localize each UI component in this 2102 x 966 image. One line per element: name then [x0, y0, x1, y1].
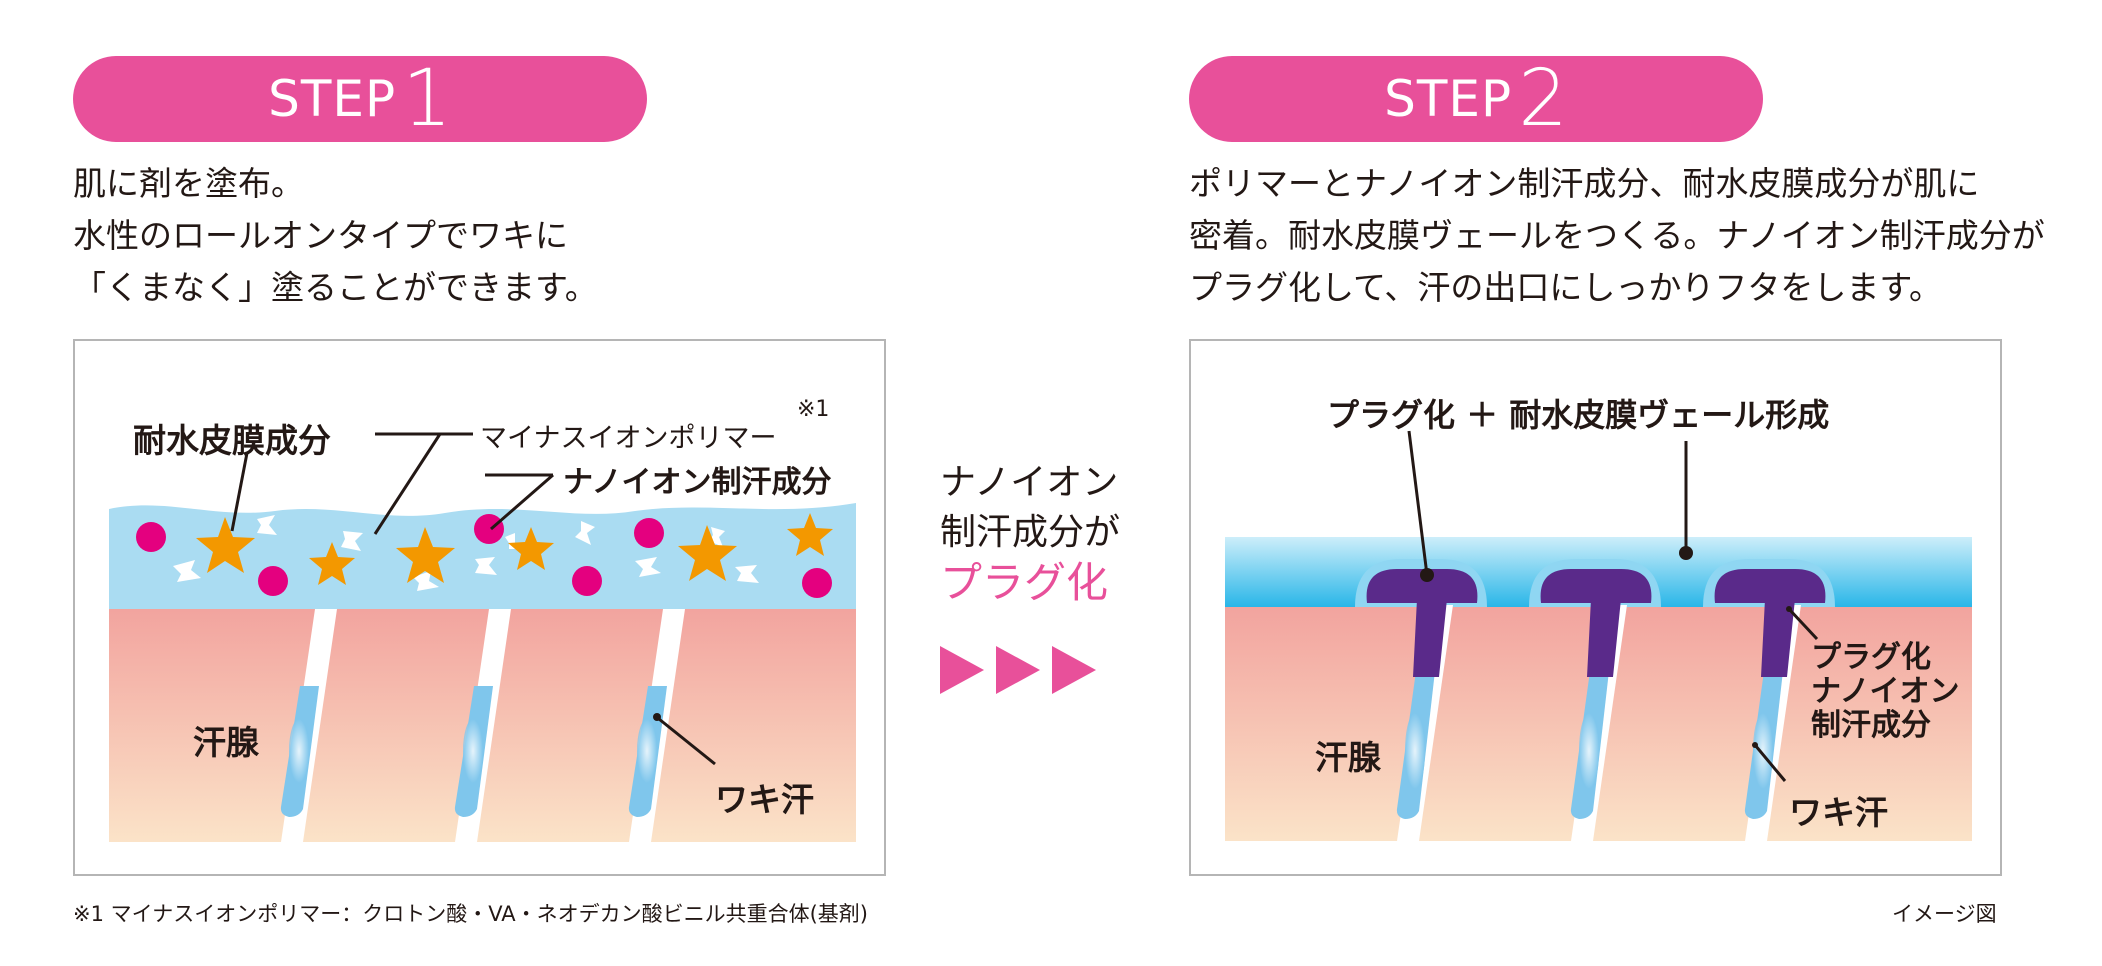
- sweat-gland-label: 汗腺: [1315, 738, 1381, 777]
- step1-label: STEP: [268, 70, 397, 128]
- film-component-stars: [196, 513, 833, 585]
- transition-highlight: プラグ化: [940, 558, 1109, 607]
- sweat-gland-label: 汗腺: [193, 723, 259, 762]
- leader-lines: [1407, 430, 1819, 782]
- step2-desc-line: ポリマーとナノイオン制汗成分、耐水皮膜成分が肌に: [1189, 164, 1980, 203]
- underarm-sweat-label: ワキ汗: [1789, 793, 1888, 832]
- leader-lines: [230, 432, 716, 766]
- plug-label: プラグ化 ナノイオン 制汗成分: [1811, 641, 1960, 743]
- step1-badge: STEP 1: [73, 56, 647, 142]
- plug-and-veil-label: プラグ化 ＋ 耐水皮膜ヴェール形成: [1327, 396, 1830, 434]
- step2-diagram: プラグ化 ＋ 耐水皮膜ヴェール形成 汗腺 プラグ化 ナノイオン 制汗成分 ワキ汗: [1189, 339, 2002, 876]
- plug-label-line: プラグ化: [1811, 640, 1931, 675]
- step1-number: 1: [402, 54, 452, 144]
- sweat-ducts: [1396, 671, 1783, 819]
- transition-line: ナノイオン: [940, 462, 1119, 503]
- polymer-label: マイナスイオンポリマー: [480, 423, 777, 454]
- plugged-nano-ion-plugs: [1366, 569, 1826, 677]
- minus-ion-polymer-particles: [173, 515, 759, 591]
- image-note: イメージ図: [1892, 902, 1997, 926]
- play-triangle-icon-group: [940, 646, 1096, 694]
- applied-gel-layer: [109, 503, 856, 609]
- transition-line: 制汗成分が: [940, 512, 1121, 553]
- step2-description: ポリマーとナノイオン制汗成分、耐水皮膜成分が肌に 密着。耐水皮膜ヴェールをつくる…: [1189, 158, 2045, 314]
- step1-desc-line: 「くまなく」塗ることができます。: [73, 268, 598, 307]
- step1-illustration: [109, 432, 856, 842]
- plug-label-line: 制汗成分: [1811, 708, 1931, 743]
- plug-label-line: ナノイオン: [1811, 674, 1960, 709]
- play-triangle-icon: [1052, 646, 1096, 694]
- play-triangle-icon: [940, 646, 984, 694]
- step2-label: STEP: [1384, 70, 1513, 128]
- footnote: ※1 マイナスイオンポリマー：クロトン酸・VA・ネオデカン酸ビニル共重合体(基剤…: [73, 902, 868, 926]
- film-component-label: 耐水皮膜成分: [133, 421, 331, 460]
- step1-desc-line: 水性のロールオンタイプでワキに: [73, 216, 568, 255]
- step1-description: 肌に剤を塗布。 水性のロールオンタイプでワキに 「くまなく」塗ることができます。: [73, 158, 598, 314]
- step1-diagram: 耐水皮膜成分 マイナスイオンポリマー ※1 ナノイオン制汗成分 汗腺 ワキ汗: [73, 339, 886, 876]
- play-triangle-icon: [996, 646, 1040, 694]
- step2-desc-line: 密着。耐水皮膜ヴェールをつくる。ナノイオン制汗成分が: [1189, 216, 2045, 255]
- transition-caption: ナノイオン 制汗成分が プラグ化: [940, 458, 1120, 608]
- nano-ion-label: ナノイオン制汗成分: [563, 465, 832, 500]
- step2-desc-line: プラグ化して、汗の出口にしっかりフタをします。: [1189, 268, 1943, 307]
- step2-illustration: [1225, 430, 1972, 841]
- underarm-sweat-label: ワキ汗: [715, 780, 814, 819]
- polymer-footnote-mark: ※1: [797, 397, 830, 422]
- step2-badge: STEP 2: [1189, 56, 1763, 142]
- step2-number: 2: [1518, 54, 1568, 144]
- step1-desc-line: 肌に剤を塗布。: [73, 164, 304, 203]
- nano-ion-particles: [136, 514, 832, 598]
